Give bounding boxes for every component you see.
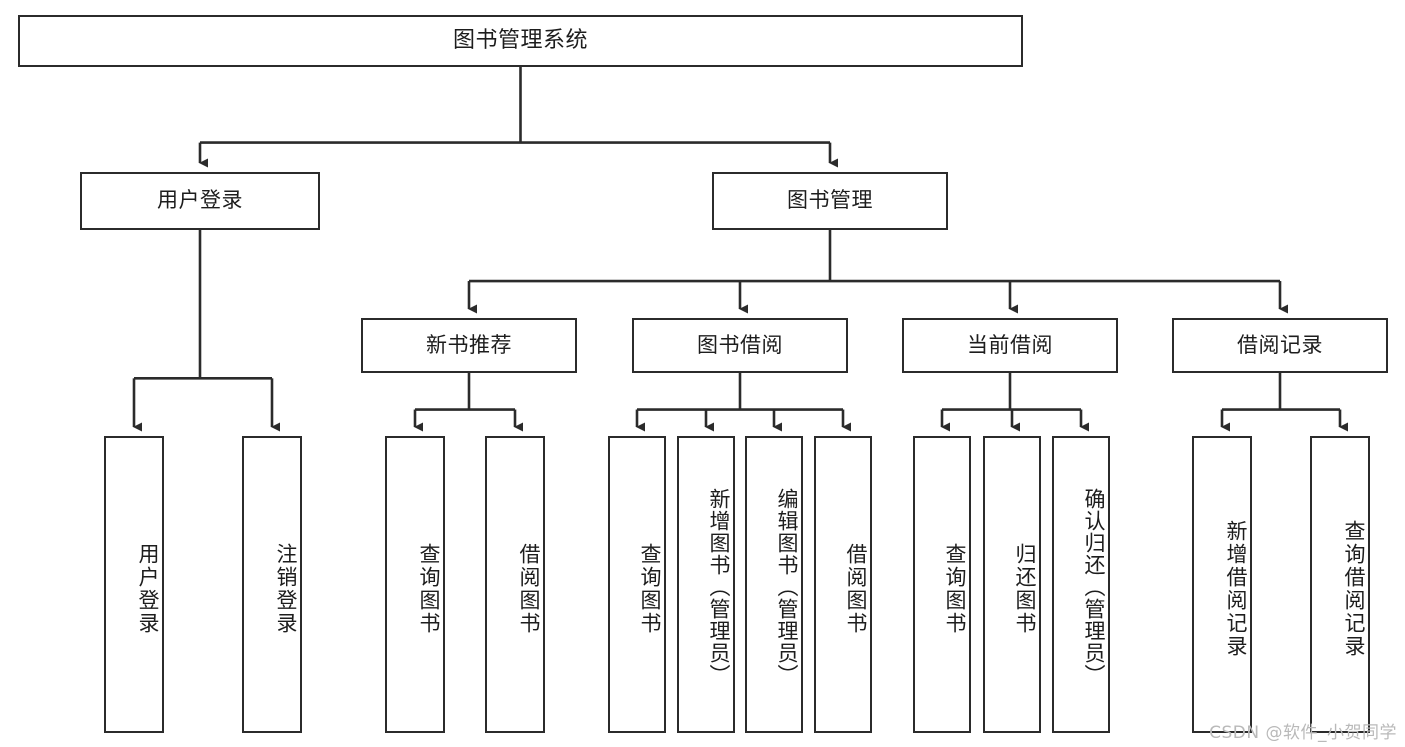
leaf-add-borrow-record-label: 新增借阅记录 <box>1224 519 1248 658</box>
node-borrow-record-label: 借阅记录 <box>1237 332 1323 357</box>
leaf-add-book-label: 新增图书（管理员） <box>707 487 731 686</box>
leaf-logout[interactable]: 注销登录 <box>242 436 302 733</box>
leaf-borrow-book-1-label: 借阅图书 <box>517 542 541 635</box>
leaf-user-login-label: 用户登录 <box>136 542 160 635</box>
leaf-borrow-book-2[interactable]: 借阅图书 <box>814 436 872 733</box>
leaf-query-borrow-record-label: 查询借阅记录 <box>1342 519 1366 658</box>
node-new-book-recommend-label: 新书推荐 <box>426 332 512 357</box>
node-current-borrow[interactable]: 当前借阅 <box>902 318 1118 373</box>
leaf-query-borrow-record[interactable]: 查询借阅记录 <box>1310 436 1370 733</box>
leaf-user-login[interactable]: 用户登录 <box>104 436 164 733</box>
node-user-login[interactable]: 用户登录 <box>80 172 320 230</box>
node-current-borrow-label: 当前借阅 <box>967 332 1053 357</box>
leaf-query-book-2-label: 查询图书 <box>638 542 662 635</box>
node-book-manage[interactable]: 图书管理 <box>712 172 948 230</box>
leaf-borrow-book-1[interactable]: 借阅图书 <box>485 436 545 733</box>
node-borrow-record[interactable]: 借阅记录 <box>1172 318 1388 373</box>
leaf-query-book-3-label: 查询图书 <box>943 542 967 635</box>
leaf-query-book-3[interactable]: 查询图书 <box>913 436 971 733</box>
node-root-label: 图书管理系统 <box>452 27 588 53</box>
leaf-return-book-label: 归还图书 <box>1013 542 1037 635</box>
leaf-add-book[interactable]: 新增图书（管理员） <box>677 436 735 733</box>
leaf-confirm-return[interactable]: 确认归还（管理员） <box>1052 436 1110 733</box>
node-root[interactable]: 图书管理系统 <box>18 15 1023 67</box>
leaf-query-book-1-label: 查询图书 <box>417 542 441 635</box>
leaf-borrow-book-2-label: 借阅图书 <box>844 542 868 635</box>
leaf-return-book[interactable]: 归还图书 <box>983 436 1041 733</box>
leaf-add-borrow-record[interactable]: 新增借阅记录 <box>1192 436 1252 733</box>
node-book-borrow-label: 图书借阅 <box>697 332 783 357</box>
node-user-login-label: 用户登录 <box>157 188 243 213</box>
watermark: CSDN @软件_小贺同学 <box>1209 723 1397 743</box>
leaf-query-book-1[interactable]: 查询图书 <box>385 436 445 733</box>
node-book-manage-label: 图书管理 <box>787 188 873 213</box>
node-new-book-recommend[interactable]: 新书推荐 <box>361 318 577 373</box>
node-book-borrow[interactable]: 图书借阅 <box>632 318 848 373</box>
leaf-confirm-return-label: 确认归还（管理员） <box>1082 487 1106 686</box>
leaf-logout-label: 注销登录 <box>274 542 298 635</box>
leaf-query-book-2[interactable]: 查询图书 <box>608 436 666 733</box>
leaf-edit-book-label: 编辑图书（管理员） <box>775 487 799 686</box>
leaf-edit-book[interactable]: 编辑图书（管理员） <box>745 436 803 733</box>
